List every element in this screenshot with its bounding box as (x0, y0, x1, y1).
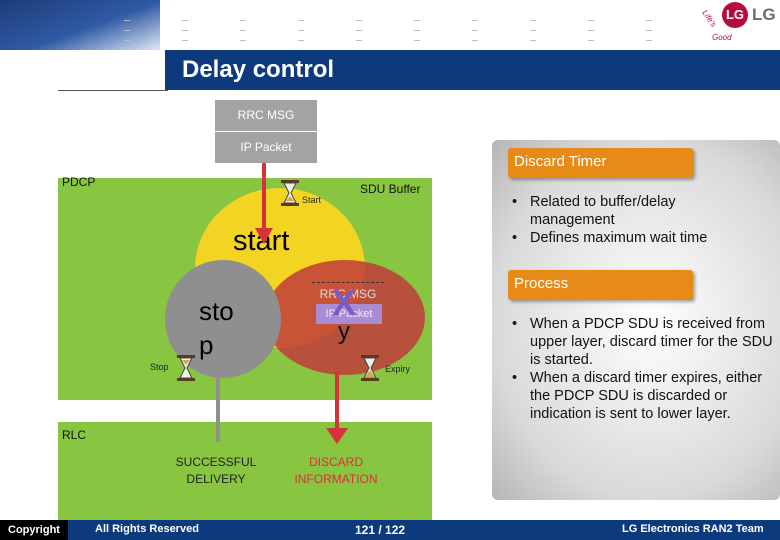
header-dash (356, 40, 362, 41)
successful-line-2: DELIVERY (186, 472, 246, 486)
inner-rrc-msg: RRC MSG (312, 282, 384, 304)
discard-x-icon: X (332, 282, 357, 323)
page-number: 121 / 122 (355, 523, 406, 537)
expiry-small-label: Expiry (385, 364, 411, 374)
ip-packet-box: IP Packet (215, 132, 317, 163)
list-item: When a PDCP SDU is received from upper l… (512, 315, 774, 369)
pdcp-label: PDCP (62, 175, 96, 189)
hourglass-stop-icon (177, 355, 195, 381)
header-dash (356, 30, 362, 31)
header-dash (472, 20, 478, 21)
header-dash (414, 20, 420, 21)
hourglass-expiry-icon (361, 355, 379, 381)
lg-logo-icon: LG (722, 2, 748, 28)
header-dash (530, 40, 536, 41)
hourglass-start-icon (281, 180, 299, 206)
rlc-label: RLC (62, 428, 87, 442)
successful-line-1: SUCCESSFUL (175, 455, 257, 469)
header-dash (530, 30, 536, 31)
inner-ip-packet: IP Packet (316, 304, 382, 324)
discard-timer-bullets: Related to buffer/delay management Defin… (512, 193, 722, 247)
header-dash (124, 20, 130, 21)
header-dash (356, 20, 362, 21)
stop-small-label: Stop (150, 362, 169, 372)
header-dash (588, 20, 594, 21)
rlc-layer (58, 422, 432, 520)
discard-line-1: DISCARD (308, 455, 363, 469)
header-accent (0, 0, 160, 50)
header-dash (588, 30, 594, 31)
process-bullets: When a PDCP SDU is received from upper l… (512, 315, 774, 423)
header-dash (472, 30, 478, 31)
rrc-msg-box: RRC MSG (215, 100, 317, 131)
team-label: LG Electronics RAN2 Team (622, 523, 764, 535)
header-dash (530, 20, 536, 21)
header-dash (182, 30, 188, 31)
copyright-label: Copyright (0, 520, 68, 540)
list-item: Defines maximum wait time (512, 229, 722, 247)
stop-big-label: sto p (199, 296, 234, 360)
list-item: When a discard timer expires, either the… (512, 369, 774, 423)
discard-line-2: INFORMATION (294, 472, 378, 486)
sdu-buffer-label: SDU Buffer (360, 182, 421, 196)
header-dash (298, 30, 304, 31)
header-dash (182, 20, 188, 21)
header-dash (414, 30, 420, 31)
header-dash (124, 40, 130, 41)
successful-delivery-label: SUCCESSFUL DELIVERY (160, 454, 272, 488)
start-small-label: Start (302, 195, 322, 205)
title-bar (165, 50, 780, 90)
header-dash (646, 30, 652, 31)
footer-bar (0, 520, 780, 540)
header-dash (240, 30, 246, 31)
discard-timer-header: Discard Timer (508, 148, 693, 178)
title-underline (58, 90, 168, 91)
header-dash (298, 20, 304, 21)
logo-tagline-2: Good (712, 33, 732, 42)
discard-information-label: DISCARD INFORMATION (282, 454, 390, 488)
header-dash (646, 40, 652, 41)
header-dash (646, 20, 652, 21)
list-item: Related to buffer/delay management (512, 193, 722, 229)
header-dash (182, 40, 188, 41)
header-dash (588, 40, 594, 41)
rights-label: All Rights Reserved (95, 523, 199, 535)
header-dash (298, 40, 304, 41)
start-big-label: start (233, 225, 290, 257)
header-dash (414, 40, 420, 41)
lg-logo-text: LG (752, 5, 776, 24)
header-dash (124, 30, 130, 31)
page-title: Delay control (182, 56, 335, 83)
process-header: Process (508, 270, 693, 300)
header-dash (472, 40, 478, 41)
header-dash (240, 20, 246, 21)
header-dash (240, 40, 246, 41)
expiry-big-label: y (338, 318, 350, 345)
